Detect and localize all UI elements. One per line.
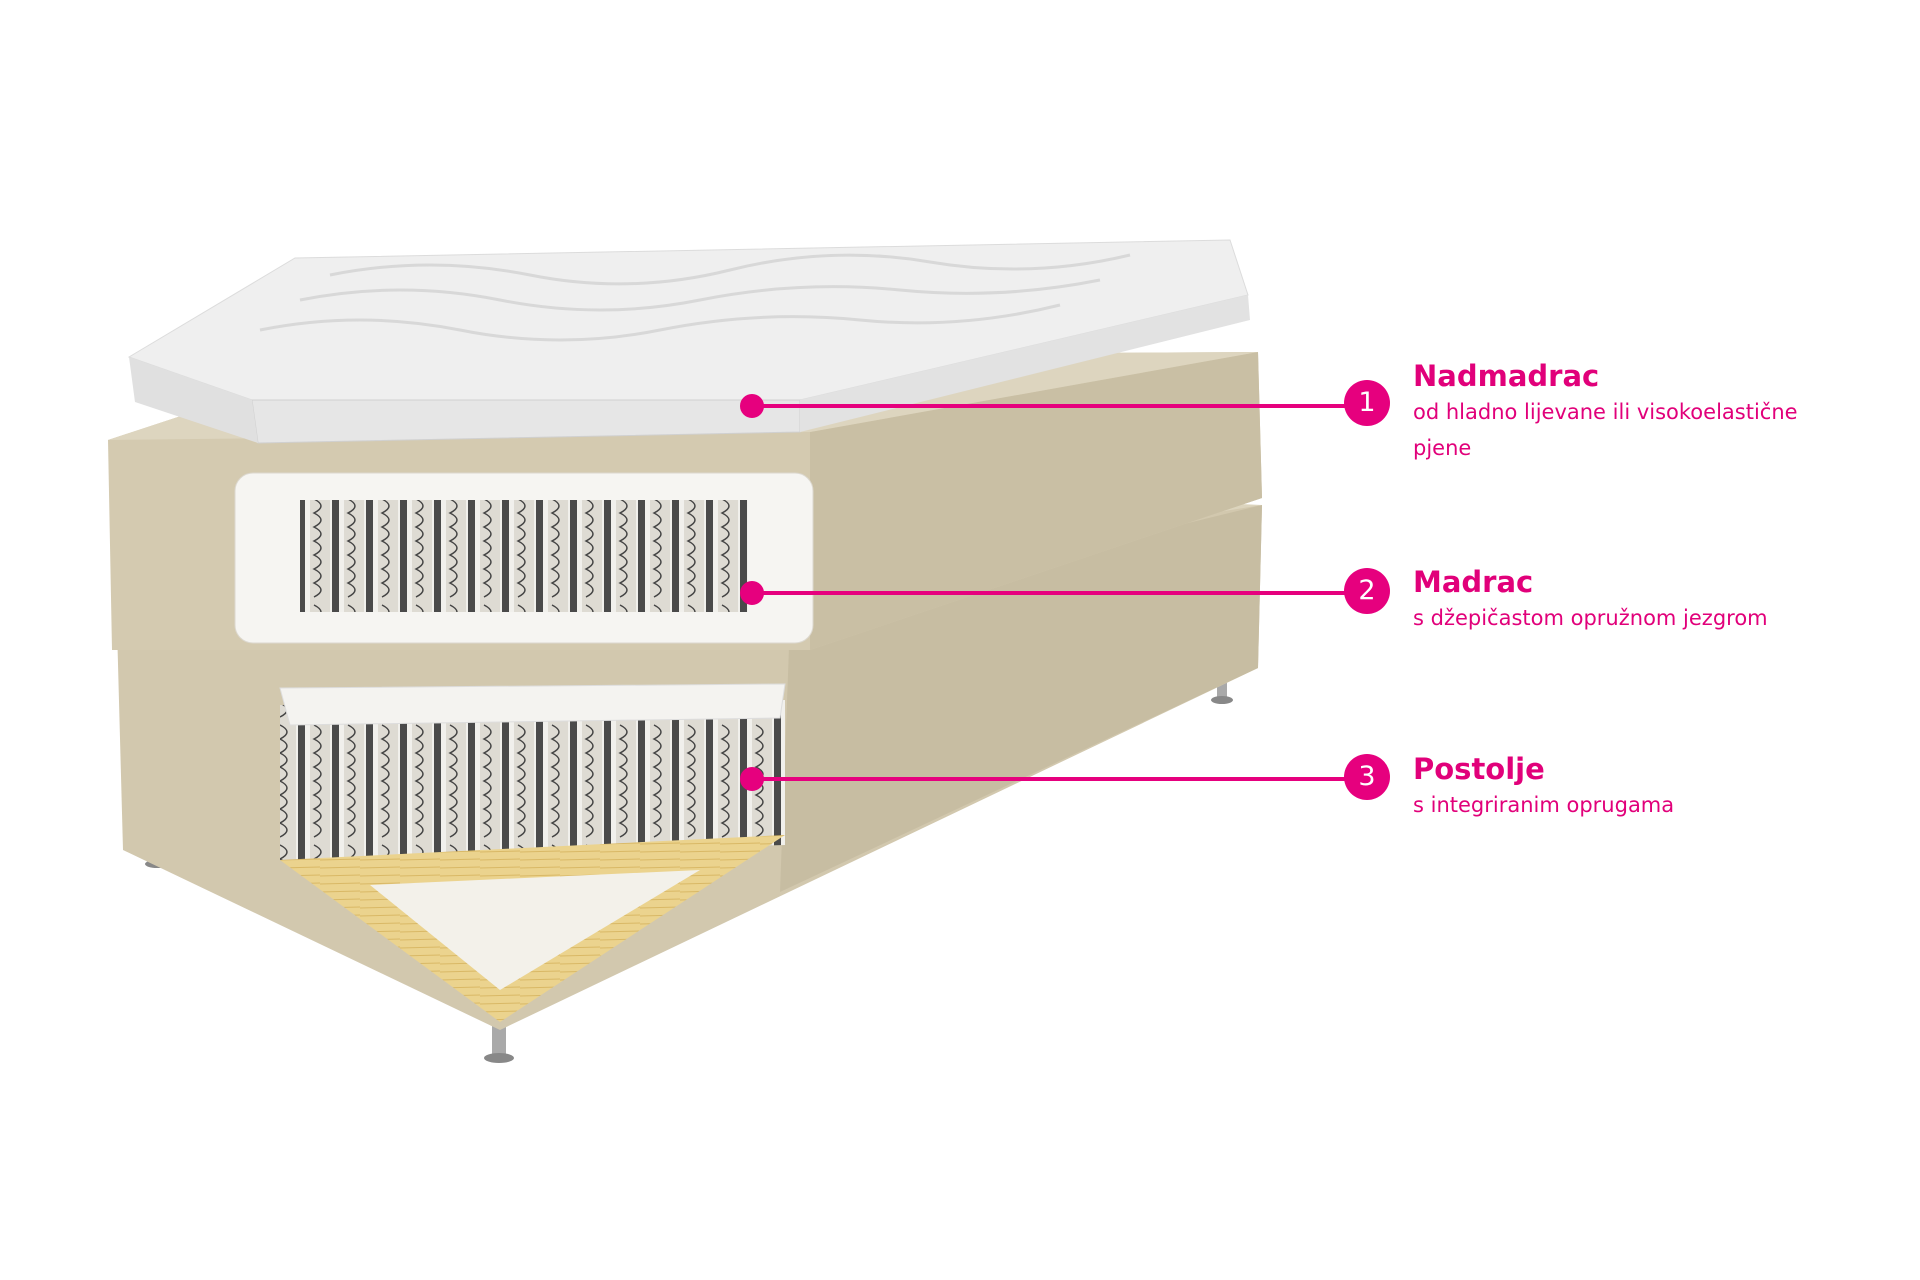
pointer-dot <box>740 767 764 791</box>
pointer-dot <box>740 394 764 418</box>
callout-title: Madrac <box>1413 565 1534 599</box>
callout-description: s džepičastom opružnom jezgrom <box>1413 606 1768 630</box>
callout-title: Postolje <box>1413 752 1545 786</box>
callout-number-badge: 2 <box>1344 568 1390 614</box>
callout-title: Nadmadrac <box>1413 359 1600 393</box>
topper-nadmadrac <box>127 239 1250 444</box>
callout-description: od hladno lijevane ili visokoelastične p… <box>1413 400 1798 460</box>
callout-number-badge: 1 <box>1344 380 1390 426</box>
callout-number-badge: 3 <box>1344 754 1390 800</box>
callout-mattress: Madrac s džepičastom opružnom jezgrom <box>1413 564 1853 636</box>
callout-topper: Nadmadrac od hladno lijevane ili visokoe… <box>1413 358 1853 466</box>
pointer-dot <box>740 581 764 605</box>
callout-description: s integriranim oprugama <box>1413 793 1675 817</box>
callout-base: Postolje s integriranim oprugama <box>1413 751 1853 823</box>
callout-lines <box>740 394 1350 791</box>
